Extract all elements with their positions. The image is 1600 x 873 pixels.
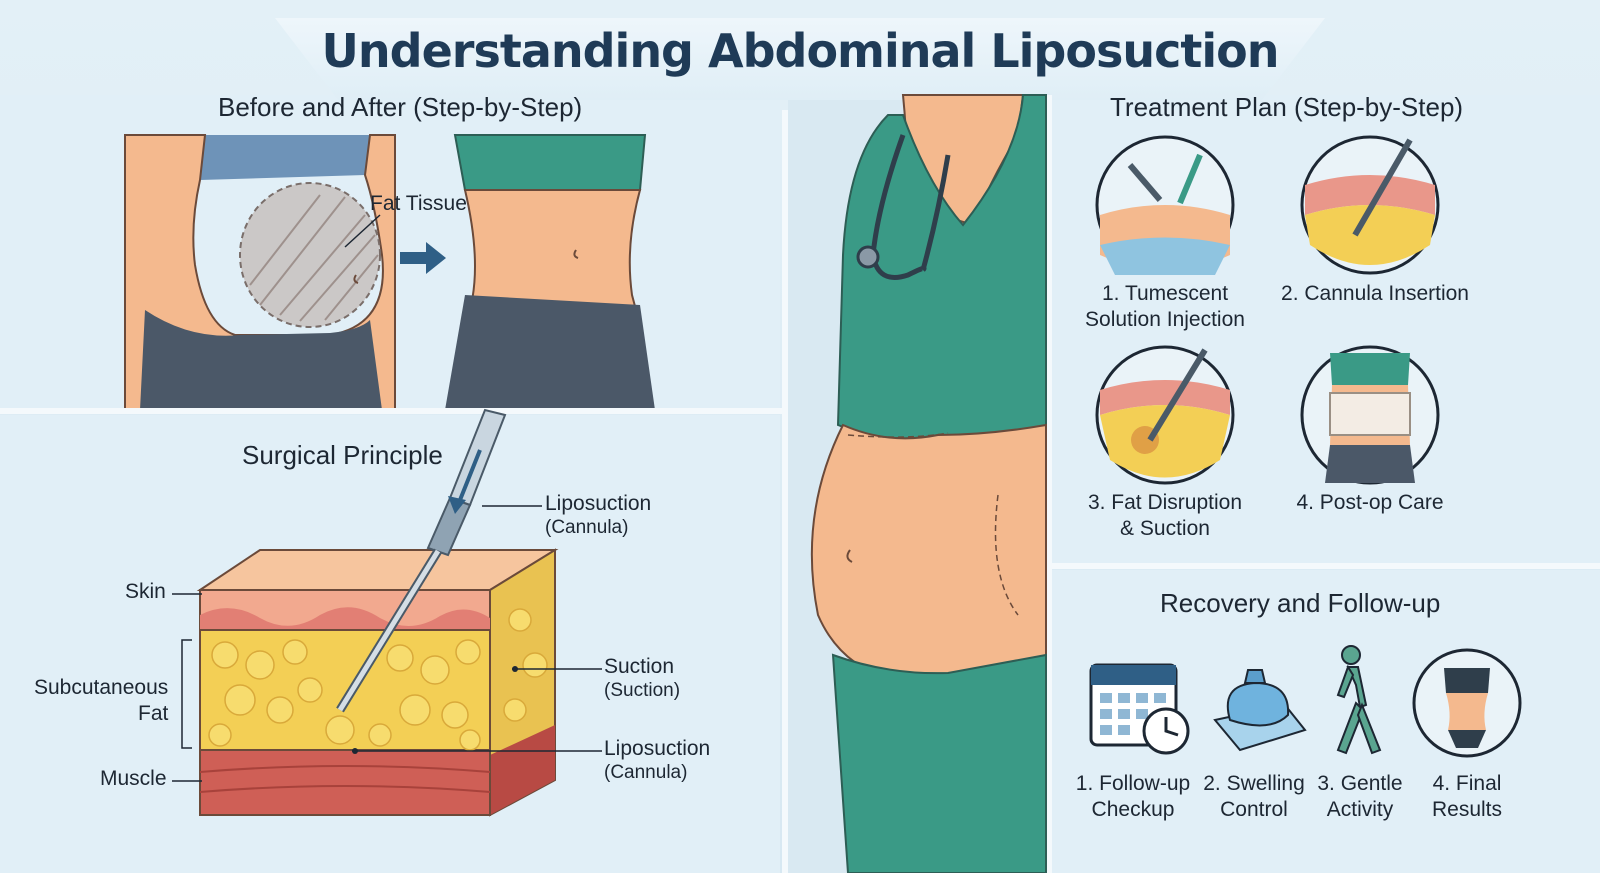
recovery-heading: Recovery and Follow-up bbox=[1160, 588, 1441, 618]
recovery-step-4-line2: Results bbox=[1431, 798, 1503, 821]
surgical-heading: Surgical Principle bbox=[242, 440, 443, 470]
horizontal-divider-right bbox=[1052, 563, 1600, 569]
recovery-step-2-line2: Control bbox=[1220, 798, 1288, 821]
muscle-label: Muscle bbox=[100, 767, 167, 790]
recovery-step-1-line1: 1. Follow-up bbox=[1075, 772, 1191, 795]
cannula-top-label-line1: Liposuction bbox=[545, 492, 652, 515]
suction-label-line1: Suction bbox=[604, 655, 675, 678]
before-after-heading: Before and After (Step-by-Step) bbox=[218, 92, 583, 122]
treatment-step-3-line2: & Suction bbox=[1120, 517, 1210, 540]
vertical-divider-right bbox=[1046, 95, 1052, 873]
treatment-heading: Treatment Plan (Step-by-Step) bbox=[1110, 92, 1464, 122]
recovery-step-4-line1: 4. Final bbox=[1432, 772, 1502, 795]
suction-leader bbox=[512, 666, 602, 672]
muscle-leader-line bbox=[172, 780, 202, 782]
skin-leader-line bbox=[172, 593, 202, 595]
treatment-step-4-line1: 4. Post-op Care bbox=[1296, 491, 1444, 514]
horizontal-divider-left bbox=[0, 408, 782, 414]
treatment-step-1-line1: 1. Tumescent bbox=[1101, 282, 1229, 305]
skin-label: Skin bbox=[125, 580, 166, 603]
body-results-icon bbox=[1412, 648, 1522, 758]
surgeon-patient-illustration bbox=[810, 94, 1047, 873]
fat-bracket bbox=[181, 639, 192, 749]
recovery-step-3-line2: Activity bbox=[1326, 798, 1394, 821]
cannula-top-label-line2: (Cannula) bbox=[545, 517, 629, 538]
skin-cross-section-illustration bbox=[196, 548, 559, 817]
treatment-step-2-line1: 2. Cannula Insertion bbox=[1281, 282, 1469, 305]
fat-tissue-label: Fat Tissue bbox=[370, 192, 467, 215]
fat-disruption-icon bbox=[1095, 345, 1235, 485]
after-torso-illustration bbox=[445, 134, 655, 410]
suction-label-line2: (Suction) bbox=[604, 680, 681, 701]
treatment-step-1-line2: Solution Injection bbox=[1085, 308, 1245, 331]
cannula-bottom-label-line1: Liposuction bbox=[604, 737, 711, 760]
tumescent-injection-icon bbox=[1095, 135, 1235, 275]
treatment-step-3-line1: 3. Fat Disruption bbox=[1087, 491, 1243, 514]
page-title: Understanding Abdominal Liposuction bbox=[321, 24, 1280, 78]
cannula-bottom-label-line2: (Cannula) bbox=[604, 762, 688, 783]
ice-pack-icon bbox=[1213, 669, 1307, 752]
calendar-clock-icon bbox=[1089, 663, 1190, 755]
title-band bbox=[275, 18, 1325, 100]
cannula-instrument bbox=[336, 408, 507, 713]
cannula-top-leader bbox=[482, 505, 542, 507]
fat-tissue-area bbox=[239, 182, 381, 328]
fat-label-line1: Subcutaneous bbox=[34, 676, 169, 699]
cannula-bottom-leader bbox=[352, 748, 602, 754]
before-torso-illustration bbox=[124, 134, 396, 411]
fat-label-line2: Fat bbox=[138, 702, 169, 725]
recovery-step-2-line1: 2. Swelling bbox=[1203, 772, 1305, 795]
vertical-divider-left bbox=[782, 110, 788, 873]
cannula-insertion-icon bbox=[1300, 135, 1440, 275]
post-op-care-icon bbox=[1300, 345, 1440, 485]
recovery-step-3-line1: 3. Gentle bbox=[1317, 772, 1403, 795]
before-after-arrow bbox=[400, 242, 446, 274]
walking-person-icon bbox=[1336, 645, 1382, 755]
recovery-step-1-line2: Checkup bbox=[1091, 798, 1175, 821]
